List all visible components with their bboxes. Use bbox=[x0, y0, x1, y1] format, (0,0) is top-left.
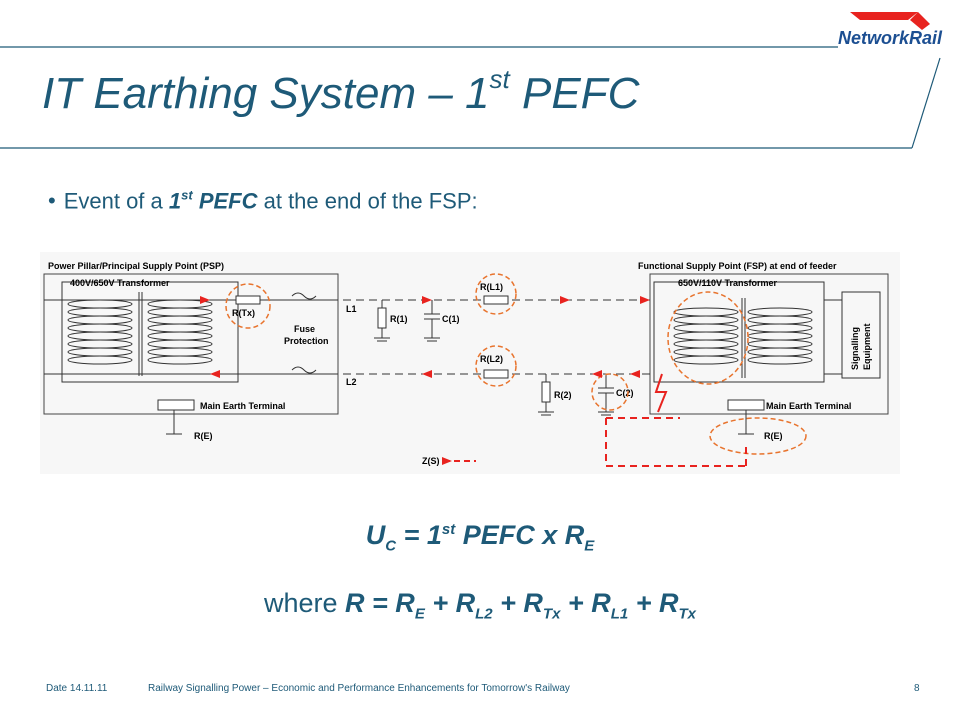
r2-label: R(2) bbox=[554, 390, 572, 400]
psp-title: Power Pillar/Principal Supply Point (PSP… bbox=[48, 261, 224, 271]
fuse-label-2: Protection bbox=[284, 336, 329, 346]
r-tx-label: R(Tx) bbox=[232, 308, 255, 318]
re-left-label: R(E) bbox=[194, 431, 213, 441]
footer-subtitle: Railway Signalling Power – Economic and … bbox=[148, 683, 570, 694]
main-earth-right-label: Main Earth Terminal bbox=[766, 401, 851, 411]
r-tx-highlight bbox=[225, 283, 271, 329]
fault-bolt-icon bbox=[654, 373, 668, 413]
fuse-label-1: Fuse bbox=[294, 324, 315, 334]
page-title: IT Earthing System – 1st PEFC bbox=[42, 64, 640, 118]
r-l2-label: R(L2) bbox=[480, 354, 503, 364]
fsp-transformer-highlight bbox=[667, 291, 749, 385]
c2-label: C(2) bbox=[616, 388, 634, 398]
r-l2-highlight bbox=[475, 345, 517, 387]
fault-arrows bbox=[200, 296, 650, 378]
c1-label: C(1) bbox=[442, 314, 460, 324]
r1-label: R(1) bbox=[390, 314, 408, 324]
bullet-icon: • bbox=[48, 188, 56, 214]
equation-1: UC = 1st PEFC x RE bbox=[365, 520, 595, 555]
fsp-transformer-label: 650V/110V Transformer bbox=[678, 278, 778, 288]
fsp-transformer-coils bbox=[673, 298, 813, 378]
main-earth-left-label: Main Earth Terminal bbox=[200, 401, 285, 411]
l2-label: L2 bbox=[346, 377, 357, 387]
equation-2: where R = RE + RL2 + RTx + RL1 + RTx bbox=[263, 588, 697, 623]
footer-page-number: 8 bbox=[914, 683, 920, 694]
fuse-icon bbox=[291, 292, 317, 374]
brand-logo: NetworkRail bbox=[838, 28, 943, 48]
l1-label: L1 bbox=[346, 304, 357, 314]
c2-highlight bbox=[591, 373, 629, 411]
zs-label: Z(S) bbox=[422, 456, 440, 466]
re-right-label: R(E) bbox=[764, 431, 783, 441]
footer-date: Date 14.11.11 bbox=[46, 683, 108, 694]
equipment-label-1: Signalling bbox=[850, 327, 860, 370]
circuit-diagram: Power Pillar/Principal Supply Point (PSP… bbox=[40, 252, 900, 474]
bullet-text: •Event of a 1st PEFC at the end of the F… bbox=[48, 188, 478, 214]
psp-transformer-label: 400V/650V Transformer bbox=[70, 278, 170, 288]
re-right-highlight bbox=[709, 417, 807, 455]
r-l1-label: R(L1) bbox=[480, 282, 503, 292]
fsp-title: Functional Supply Point (FSP) at end of … bbox=[638, 261, 837, 271]
equipment-label-2: Equipment bbox=[862, 323, 872, 370]
title-frame bbox=[0, 12, 941, 149]
r-l1-highlight bbox=[475, 273, 517, 315]
network-rail-logo-icon bbox=[850, 12, 930, 30]
